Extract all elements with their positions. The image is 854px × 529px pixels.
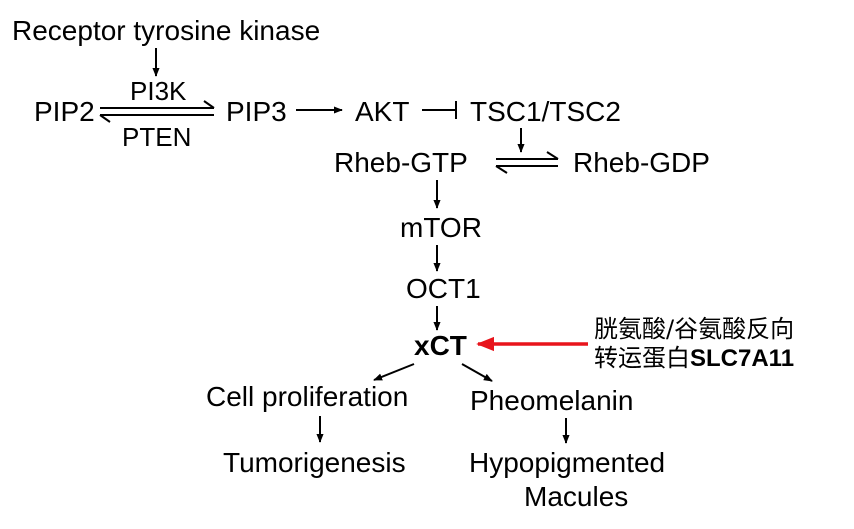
annotation-line2: 转运蛋白SLC7A11 (594, 344, 794, 372)
annotation-line2-prefix: 转运蛋白 (594, 344, 690, 372)
node-tsc1-tsc2: TSC1/TSC2 (470, 96, 621, 127)
arrow-rhebgdp-to-rhebgtp (495, 165, 558, 174)
node-rheb-gtp: Rheb-GTP (334, 147, 468, 178)
node-receptor-tyrosine-kinase: Receptor tyrosine kinase (12, 15, 320, 46)
annotation-line2-bold: SLC7A11 (690, 345, 794, 372)
node-pten: PTEN (122, 122, 191, 152)
annotation-line1: 胱氨酸/谷氨酸反向 (594, 315, 794, 343)
arrow-pip3-to-pip2 (99, 114, 214, 123)
node-pip2: PIP2 (34, 96, 95, 127)
arrow-pip2-to-pip3 (100, 100, 215, 109)
node-tumorigenesis: Tumorigenesis (223, 447, 406, 478)
node-macules: Macules (524, 481, 628, 512)
arrow-xct-to-pheomelanin (461, 363, 493, 382)
node-rheb-gdp: Rheb-GDP (573, 147, 710, 178)
arrow-rhebgtp-to-rhebgdp (496, 151, 559, 160)
node-oct1: OCT1 (406, 273, 481, 304)
node-hypopigmented: Hypopigmented (469, 447, 665, 478)
node-mtor: mTOR (400, 212, 482, 243)
node-pi3k: PI3K (130, 76, 187, 106)
node-cell-proliferation: Cell proliferation (206, 381, 408, 412)
node-akt: AKT (355, 96, 409, 127)
node-pip3: PIP3 (226, 96, 287, 127)
arrow-xct-to-cell-proliferation (373, 363, 415, 381)
node-xct: xCT (414, 330, 467, 361)
node-pheomelanin: Pheomelanin (470, 385, 633, 416)
